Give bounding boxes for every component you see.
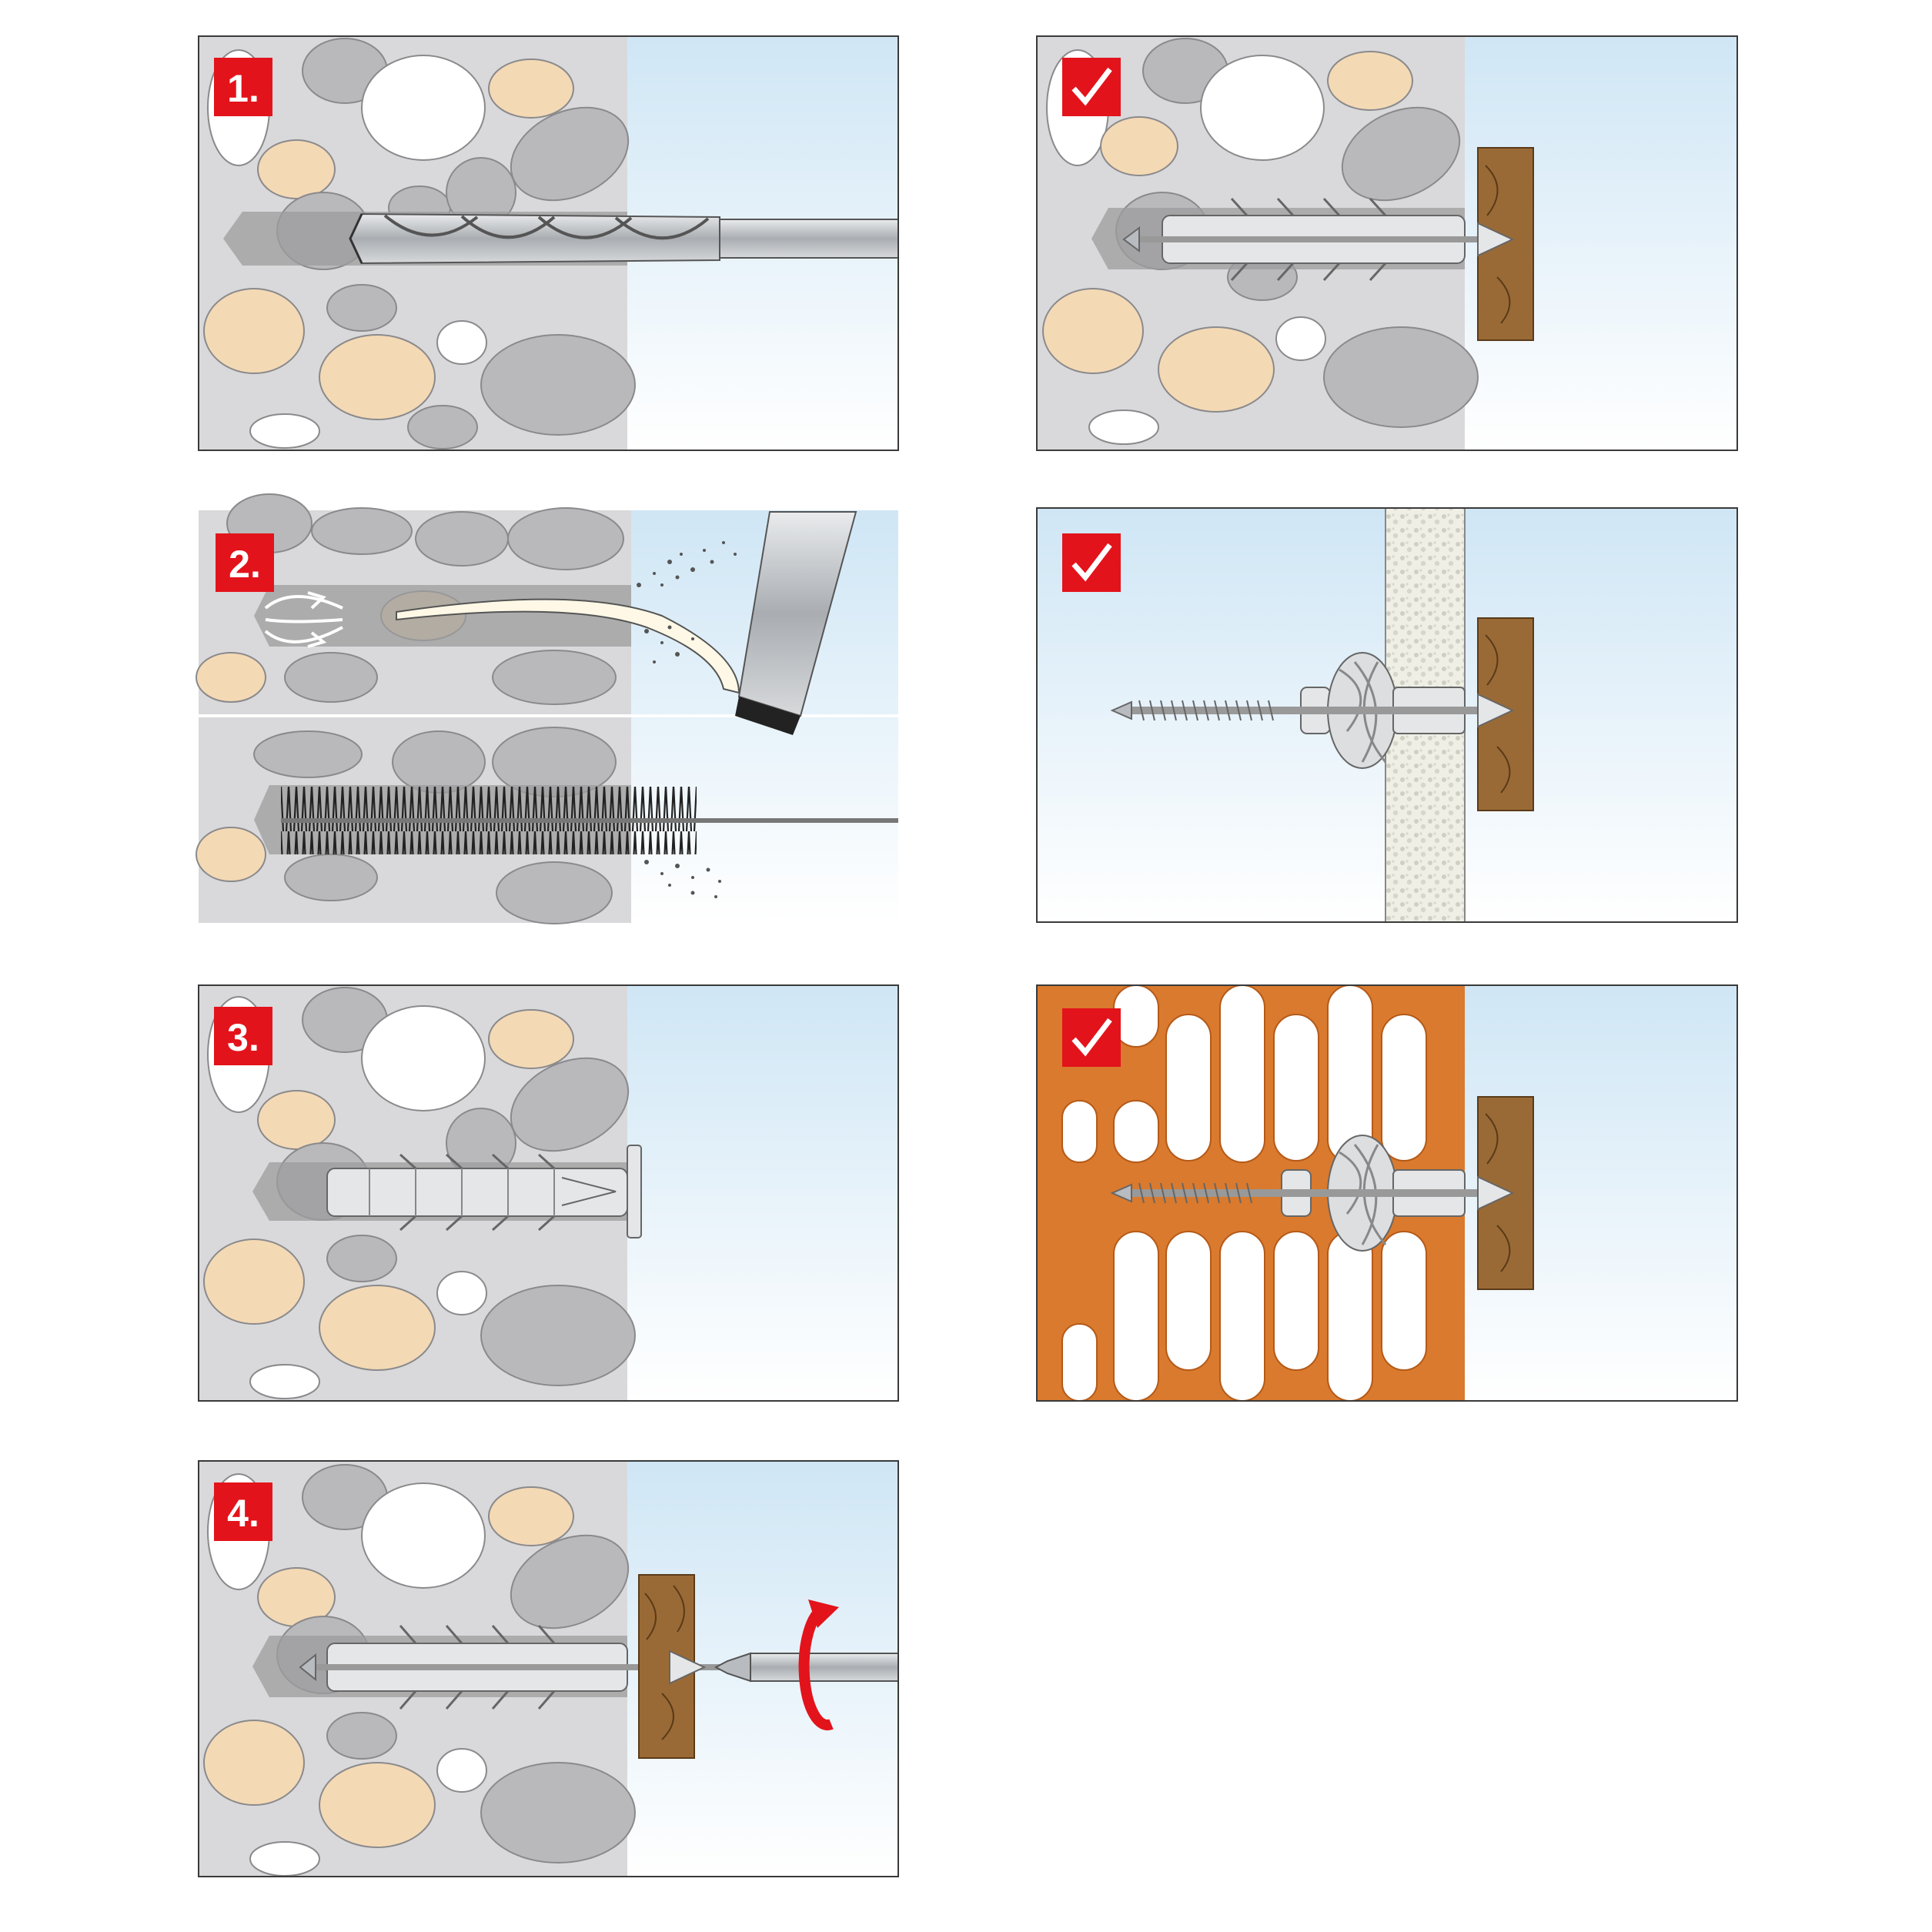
step-number-label: 3.: [227, 1016, 259, 1059]
substrate-concrete-panel: [1036, 35, 1738, 451]
drill-bit: [349, 212, 899, 265]
dust-cloud: [644, 860, 721, 898]
air-arrows-icon: [264, 591, 343, 648]
step-number-label: 2.: [229, 543, 261, 586]
dust-cloud: [637, 541, 737, 663]
expanded-wall-plug: [1122, 197, 1501, 282]
step-number-badge: 4.: [214, 1482, 272, 1541]
step-3-panel: 3.: [198, 984, 899, 1402]
wall-plug: [326, 1145, 642, 1238]
check-badge: [1062, 58, 1121, 116]
step-number-badge: 1.: [214, 58, 272, 116]
step-number-label: 4.: [227, 1492, 259, 1535]
check-icon: [1071, 1018, 1112, 1057]
brick-perforations: [1061, 984, 1427, 1402]
blower-tube: [396, 598, 740, 694]
rotation-arrow-icon: [798, 1599, 839, 1730]
cleaning-brush: [281, 787, 898, 854]
step-number-badge: 2.: [216, 533, 274, 592]
substrate-insulation-panel: [1036, 507, 1738, 923]
wood-board: [1477, 617, 1534, 811]
check-badge: [1062, 533, 1121, 592]
step-number-label: 1.: [227, 67, 259, 110]
wood-board: [1477, 1096, 1534, 1290]
wood-board: [638, 1574, 707, 1759]
wall-stones: [203, 1464, 636, 1877]
check-icon: [1071, 543, 1112, 582]
screw: [1110, 1182, 1501, 1204]
check-icon: [1071, 67, 1112, 106]
check-badge: [1062, 1008, 1121, 1067]
step-number-badge: 3.: [214, 1007, 272, 1065]
step-2-panel: 2.: [196, 493, 898, 924]
substrate-brick-panel: [1036, 984, 1738, 1402]
step-4-panel: 4.: [198, 1460, 899, 1877]
wood-board: [1477, 147, 1534, 341]
blow-pump: [735, 511, 857, 735]
screw: [1110, 700, 1501, 721]
screwdriver: [714, 1652, 899, 1683]
step-1-panel: 1.: [198, 35, 899, 451]
